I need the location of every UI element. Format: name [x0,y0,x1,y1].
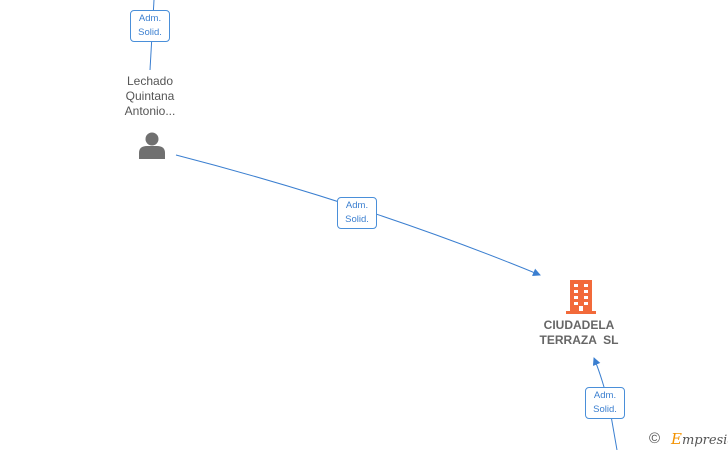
company-name[interactable]: CIUDADELA TERRAZA SL [520,318,638,348]
relation-badge-top[interactable]: Adm. Solid. [130,10,170,42]
company-name-line: CIUDADELA [543,318,615,332]
brand-name: Empresia [671,430,728,448]
copyright-icon: © [649,430,661,447]
brand-first-letter: E [671,430,682,448]
relation-badge-middle[interactable]: Adm. Solid. [337,197,377,229]
relation-role-line: Adm. [138,13,162,24]
company-name-line: TERRAZA SL [539,333,619,347]
relation-role-line: Solid. [138,27,162,38]
person-name-line: Lechado [126,74,174,88]
person-icon[interactable] [137,130,167,160]
relation-badge-bottom[interactable]: Adm. Solid. [585,387,625,419]
building-icon[interactable] [565,279,597,315]
relation-role-line: Solid. [593,404,617,415]
relation-role-line: Adm. [345,200,369,211]
person-name-line: Antonio... [124,104,176,118]
relation-role-line: Solid. [345,214,369,225]
person-name[interactable]: Lechado Quintana Antonio... [100,74,200,119]
relation-role-line: Adm. [593,390,617,401]
brand-name-rest: mpresia [681,433,728,448]
person-name-line: Quintana [125,89,175,103]
